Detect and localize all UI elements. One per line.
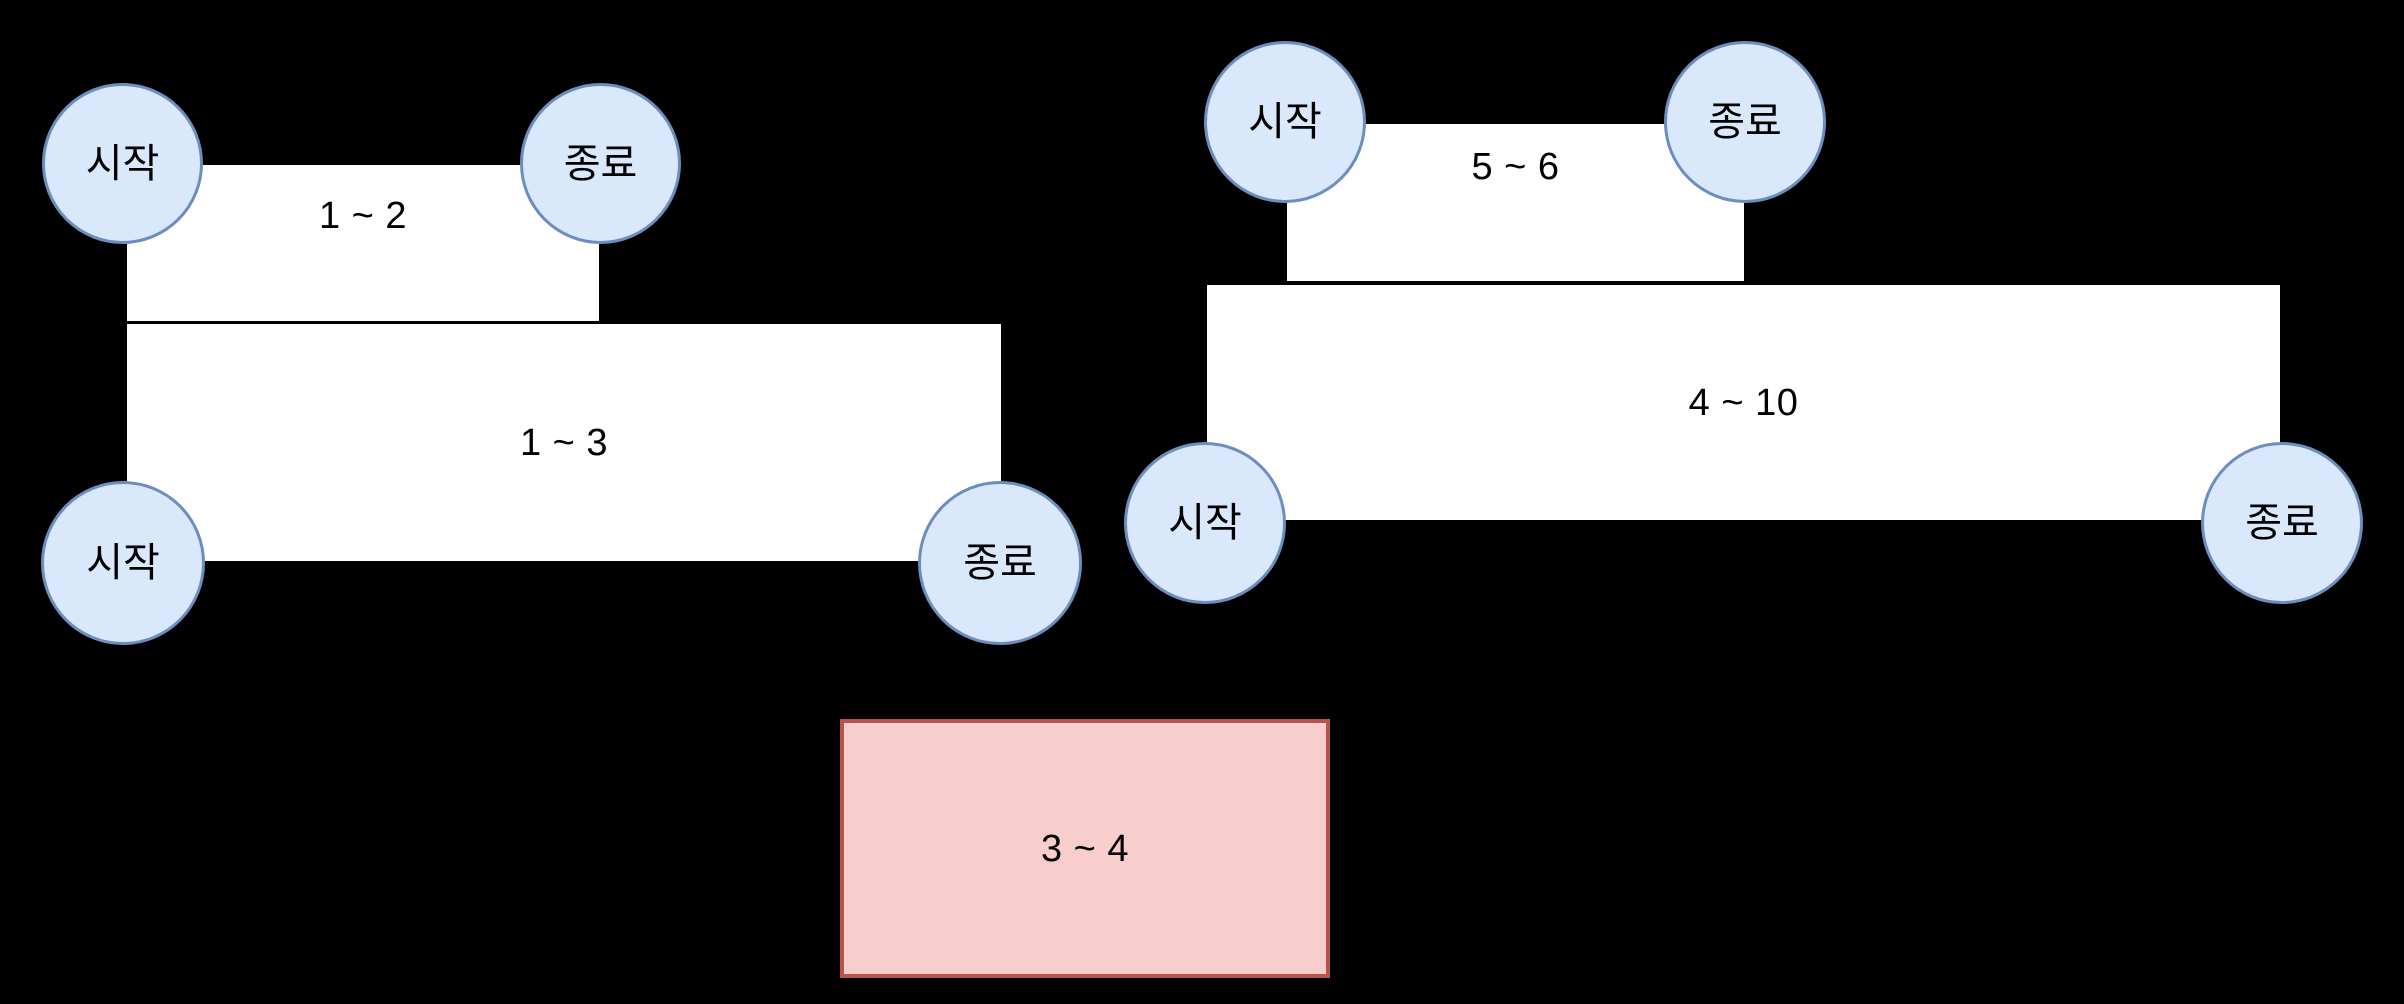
interval-bar-4-10-label: 4 ~ 10: [1688, 381, 1799, 424]
node-label: 시작: [1248, 100, 1322, 144]
node-label: 종료: [963, 541, 1037, 585]
interval-bar-3-4-label: 3 ~ 4: [1040, 827, 1130, 870]
node-label: 시작: [1168, 501, 1242, 545]
interval-bar-5-6-label: 5 ~ 6: [1471, 146, 1560, 188]
node-label: 종료: [1708, 100, 1782, 144]
node-label: 시작: [85, 141, 160, 186]
interval-bar-3-4-highlight[interactable]: 3 ~ 4: [840, 719, 1330, 978]
interval-bar-1-3[interactable]: 1 ~ 3: [125, 322, 1003, 563]
node-label: 종료: [2245, 501, 2319, 545]
node-start-interval-5-6[interactable]: 시작: [1204, 41, 1366, 203]
node-start-interval-1-3[interactable]: 시작: [41, 481, 205, 645]
interval-bar-1-3-label: 1 ~ 3: [519, 421, 609, 464]
interval-bar-1-2-label: 1 ~ 2: [318, 195, 408, 237]
node-end-interval-1-3[interactable]: 종료: [918, 481, 1082, 645]
node-label: 시작: [86, 541, 160, 585]
node-end-interval-1-2[interactable]: 종료: [520, 83, 681, 244]
node-end-interval-4-10[interactable]: 종료: [2201, 442, 2363, 604]
node-start-interval-1-2[interactable]: 시작: [42, 83, 203, 244]
interval-bar-4-10[interactable]: 4 ~ 10: [1205, 283, 2282, 522]
node-label: 종료: [563, 141, 638, 186]
node-start-interval-4-10[interactable]: 시작: [1124, 442, 1286, 604]
node-end-interval-5-6[interactable]: 종료: [1664, 41, 1826, 203]
